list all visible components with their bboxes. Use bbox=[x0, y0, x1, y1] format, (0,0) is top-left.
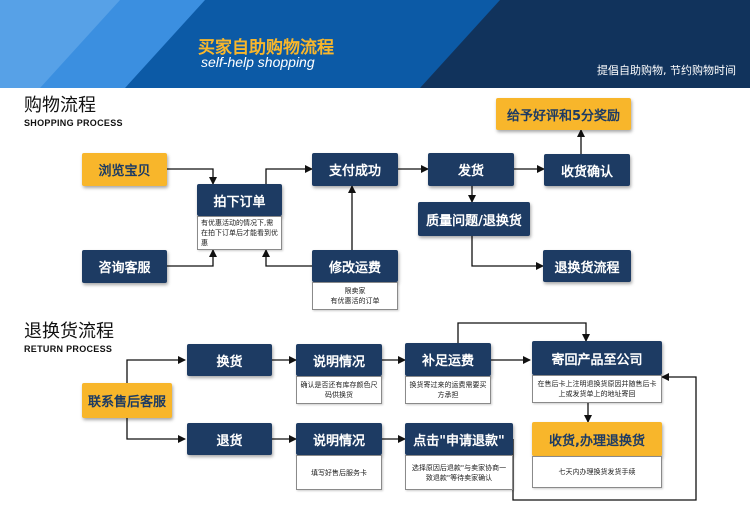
refund-step: 退货 bbox=[187, 423, 272, 455]
apply-refund-step: 点击"申请退款" bbox=[405, 423, 513, 455]
refund-explain-note: 填写好售后服务卡 bbox=[296, 455, 382, 490]
refund-explain-step: 说明情况 bbox=[296, 423, 382, 455]
exchange-explain-note: 确认是否还有库存颜色尺码供换货 bbox=[296, 376, 382, 404]
banner-title: 买家自助购物流程 bbox=[198, 38, 334, 58]
pay-success-step: 支付成功 bbox=[312, 153, 398, 186]
modify-shipping-step: 修改运费 bbox=[312, 250, 398, 282]
banner-subtitle: self-help shopping bbox=[201, 54, 315, 70]
exchange-explain-step: 说明情况 bbox=[296, 344, 382, 376]
place-order-note: 有优惠活动的情况下,需在拍下订单后才能看到优惠 bbox=[197, 216, 282, 250]
apply-refund-note: 选择原因后退款"与卖家协商一致退款"等待卖家确认 bbox=[405, 455, 513, 490]
modify-note-line-1: 限卖家 bbox=[344, 287, 366, 295]
browse-items-step: 浏览宝贝 bbox=[82, 153, 167, 186]
supplement-shipping-note: 换货寄过来的运费需要买方承担 bbox=[405, 376, 491, 404]
shopping-section-subtitle: SHOPPING PROCESS bbox=[24, 118, 123, 128]
receive-process-return-step: 收货,办理退换货 bbox=[532, 422, 662, 456]
supplement-shipping-step: 补足运费 bbox=[405, 343, 491, 376]
place-order-step: 拍下订单 bbox=[197, 184, 282, 216]
shopping-section-title: 购物流程 bbox=[24, 95, 96, 116]
quality-return-step: 质量问题/退换货 bbox=[418, 202, 530, 236]
send-back-note: 在售后卡上注明退换货原因并随售后卡上或发货单上的地址寄回 bbox=[532, 375, 662, 403]
positive-review-step: 给予好评和5分奖励 bbox=[496, 98, 631, 130]
consult-service-step: 咨询客服 bbox=[82, 250, 167, 283]
return-section-subtitle: RETURN PROCESS bbox=[24, 344, 113, 354]
banner-slogan: 提倡自助购物, 节约购物时间 bbox=[597, 64, 736, 77]
banner-background bbox=[0, 0, 750, 88]
modify-note-line-2: 有优惠活的订单 bbox=[330, 297, 380, 305]
receive-process-return-note: 七天内办理换货发货手续 bbox=[532, 456, 662, 488]
contact-after-sales-step: 联系售后客服 bbox=[82, 383, 172, 418]
return-section-title: 退换货流程 bbox=[24, 321, 114, 342]
confirm-receipt-step: 收货确认 bbox=[544, 154, 630, 186]
return-flow-step: 退换货流程 bbox=[543, 250, 631, 282]
ship-step: 发货 bbox=[428, 153, 514, 186]
modify-shipping-note: 限卖家 有优惠活的订单 bbox=[312, 282, 398, 310]
header-banner: 买家自助购物流程 self-help shopping 提倡自助购物, 节约购物… bbox=[0, 0, 750, 88]
exchange-step: 换货 bbox=[187, 344, 272, 376]
send-back-step: 寄回产品至公司 bbox=[532, 341, 662, 375]
